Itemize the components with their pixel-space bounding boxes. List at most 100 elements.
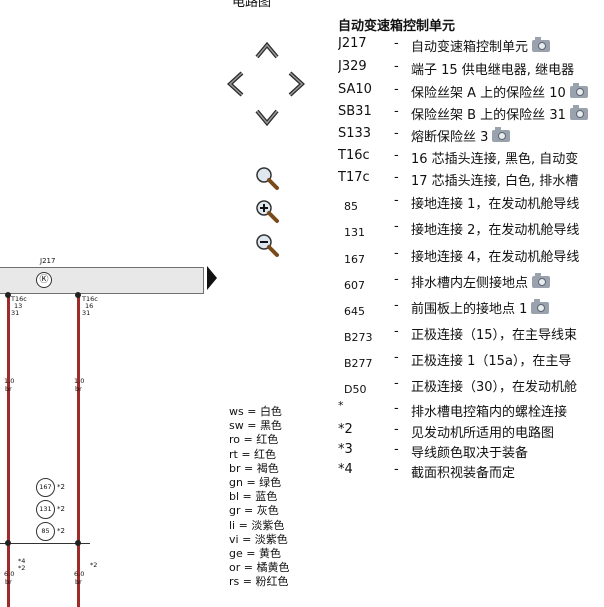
chevron-left-icon[interactable] [225,70,245,98]
wire-left-terminal: 31 [11,309,20,317]
wire-left-top-terminal [5,292,11,298]
camera-icon[interactable] [532,37,551,52]
component-code: 131 [344,226,365,239]
component-code: 645 [344,305,365,318]
component-desc: 接地连接 1，在发动机舱导线 [411,197,580,212]
legend-item: li = 淡紫色 [229,518,285,532]
chevron-up-icon[interactable] [254,40,280,60]
component-code: S133 [338,126,372,141]
component-code: J217 [338,36,367,51]
component-code: D50 [344,383,367,396]
chevron-down-icon[interactable] [254,108,280,128]
component-code: 167 [344,253,365,266]
component-code: J329 [338,59,367,74]
legend-item: gn = 绿色 [229,476,282,490]
camera-icon[interactable] [531,299,550,314]
junction-dot-right [75,540,81,546]
component-desc: 保险丝架 B 上的保险丝 31 [411,108,566,123]
wire-right-terminal: 31 [82,309,91,317]
control-unit-box [0,267,204,294]
control-unit-symbol-icon: Ⓚ [36,272,52,288]
component-desc: 正极连接（30），在发动机舱 [411,380,578,395]
wire-color-legend: ws = 白色 sw = 黑色 ro = 红色 rt = 红色 br = 褐色 … [229,405,289,590]
wire-left-note-2: *2 [18,564,26,572]
wire-right-color: br [75,385,82,393]
wire-right-note: *2 [90,561,98,569]
legend-item: ro = 红色 [229,433,279,447]
legend-item: vi = 淡紫色 [229,532,288,546]
control-unit-label: J217 [40,257,56,265]
ground-node-131[interactable]: 131 [36,500,55,519]
page-header-partial: 电路图 [232,0,272,10]
component-desc: 保险丝架 A 上的保险丝 10 [411,86,566,101]
camera-icon[interactable] [569,105,588,120]
ground-junction-line [0,543,90,544]
component-code: * [338,399,344,412]
wire-right-top-terminal [75,292,81,298]
wire-left-size: 1.0 [4,377,15,385]
component-desc: 正极连接 1（15a），在主导 [411,354,572,369]
magnifier-icon[interactable] [254,165,280,191]
legend-item: br = 褐色 [229,461,279,475]
wire-left-bottom-size: 6.0 [4,570,15,578]
ground-node-167[interactable]: 167 [36,478,55,497]
junction-dot-left [5,540,11,546]
component-desc: 端子 15 供电继电器, 继电器 [411,63,575,78]
component-list-title: 自动变速箱控制单元 [338,19,456,34]
wire-right-size: 1.0 [74,377,85,385]
legend-item: rs = 粉红色 [229,575,289,589]
legend-item: gr = 灰色 [229,504,279,518]
component-desc: 截面积视装备而定 [411,466,516,481]
component-code: SA10 [338,82,372,97]
camera-icon[interactable] [532,273,551,288]
chevron-right-icon[interactable] [287,70,307,98]
legend-item: sw = 黑色 [229,419,282,433]
ground-node-131-ref: *2 [57,505,65,513]
component-desc: 接地连接 2，在发动机舱导线 [411,223,580,238]
wire-right-pin: 16 [85,302,94,310]
component-code: *4 [338,462,353,477]
component-desc: 17 芯插头连接, 白色, 排水槽 [411,174,579,189]
next-page-arrow-icon[interactable] [207,266,217,290]
component-desc: 正极连接（15），在主导线束 [411,328,578,343]
ground-node-85-ref: *2 [57,527,65,535]
zoom-out-icon[interactable] [254,232,280,258]
component-code: *2 [338,422,353,437]
camera-icon[interactable] [569,83,588,98]
wire-left-connector: T16c [11,295,27,303]
legend-item: ge = 黄色 [229,547,281,561]
component-desc: 排水槽内左侧接地点 [411,276,529,291]
component-desc: 熔断保险丝 3 [411,130,489,145]
wire-right-bottom-size: 6.0 [74,570,85,578]
component-desc: 前围板上的接地点 1 [411,302,528,317]
wire-right [77,295,80,607]
wiring-diagram: J217 Ⓚ T16c 13 31 1.0 br *4 *2 6.0 br T1… [0,0,217,607]
legend-item: or = 橘黄色 [229,561,290,575]
ground-node-85[interactable]: 85 [36,522,55,541]
zoom-in-icon[interactable] [254,198,280,224]
wire-left-bottom-color: br [5,578,12,586]
component-code: *3 [338,442,353,457]
component-code: SB31 [338,104,372,119]
component-code: 85 [344,200,358,213]
ground-node-167-ref: *2 [57,483,65,491]
component-desc: 见发动机所适用的电路图 [411,426,555,441]
legend-item: bl = 蓝色 [229,490,278,504]
camera-icon[interactable] [492,127,511,142]
component-desc: 接地连接 4，在发动机舱导线 [411,250,580,265]
wire-left-note-1: *4 [18,557,26,565]
wire-left-pin: 13 [14,302,23,310]
component-desc: 自动变速箱控制单元 [411,40,529,55]
component-code: B277 [344,357,373,370]
component-desc: 16 芯插头连接, 黑色, 自动变 [411,152,579,167]
component-code: T16c [338,148,370,163]
component-desc: 导线颜色取决于装备 [411,446,529,461]
legend-item: ws = 白色 [229,405,282,418]
wire-left-color: br [5,385,12,393]
legend-item: rt = 红色 [229,447,277,461]
wire-left [7,295,10,607]
component-code: B273 [344,331,373,344]
wire-right-connector: T16c [82,295,98,303]
component-list: 自动变速箱控制单元 J217 - 自动变速箱控制单元 J329 - 端子 15 … [338,15,604,495]
wire-right-bottom-color: br [75,578,82,586]
